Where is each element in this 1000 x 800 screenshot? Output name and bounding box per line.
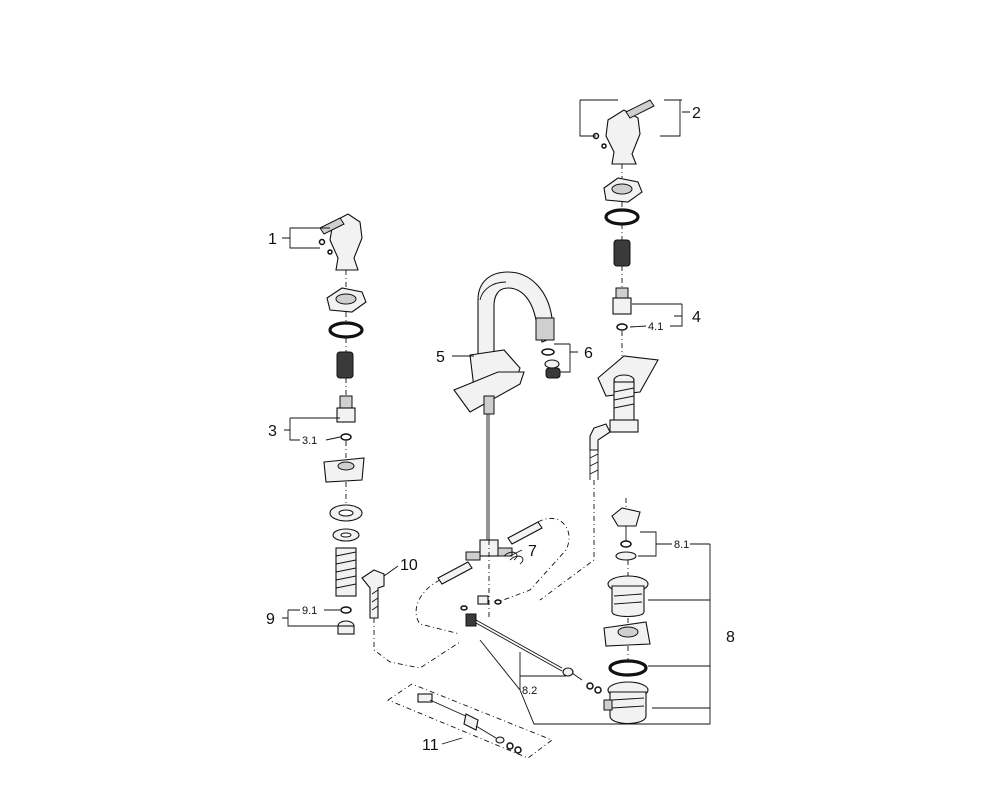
right-threaded-shank — [609, 374, 639, 433]
callout-11: 11 — [422, 737, 439, 754]
drain-assembly — [603, 498, 651, 725]
left-handle-part — [318, 213, 363, 271]
left-o-ring — [328, 321, 364, 339]
callout-5: 5 — [436, 349, 445, 366]
right-handle-part — [592, 99, 655, 165]
callout-10: 10 — [400, 557, 418, 574]
callout-7: 7 — [528, 543, 537, 560]
callout-3-1: 3.1 — [302, 435, 317, 447]
callout-3: 3 — [268, 423, 277, 440]
callout-9-1: 9.1 — [302, 605, 317, 617]
callout-9: 9 — [266, 611, 275, 628]
callout-4-1: 4.1 — [648, 321, 663, 333]
spout-assembly — [415, 271, 602, 694]
callout-8-2: 8.2 — [522, 685, 537, 697]
drain-flange — [607, 575, 649, 618]
callout-1: 1 — [268, 231, 277, 248]
right-o-ring — [604, 208, 640, 226]
tee-manifold — [437, 521, 543, 585]
drain-o-ring — [608, 659, 648, 677]
left-spline-extension — [336, 351, 354, 379]
left-cartridge — [336, 395, 356, 441]
drain-stopper — [611, 507, 641, 561]
leader-lines — [282, 99, 711, 745]
callout-8: 8 — [726, 629, 735, 646]
left-threaded-shank — [335, 547, 357, 597]
callout-6: 6 — [584, 345, 593, 362]
right-cartridge — [612, 287, 632, 331]
right-spline-extension — [613, 239, 631, 267]
callout-2: 2 — [692, 105, 701, 122]
kit-11 — [387, 683, 553, 759]
drain-body — [603, 681, 649, 725]
aerator-parts — [541, 348, 561, 379]
callout-8-1: 8.1 — [674, 539, 689, 551]
left-elbow-fitting — [361, 569, 385, 619]
spout-deck-gasket — [453, 371, 525, 413]
right-handle-assembly — [539, 99, 659, 601]
left-handle-assembly — [318, 213, 461, 669]
callout-labels: 1 2 3 3.1 4 4.1 5 6 7 8 8.1 8.2 9 9.1 10… — [266, 105, 735, 754]
callout-4: 4 — [692, 309, 701, 326]
right-hose-elbow — [589, 423, 611, 480]
drain-pivot-rod — [465, 613, 602, 694]
